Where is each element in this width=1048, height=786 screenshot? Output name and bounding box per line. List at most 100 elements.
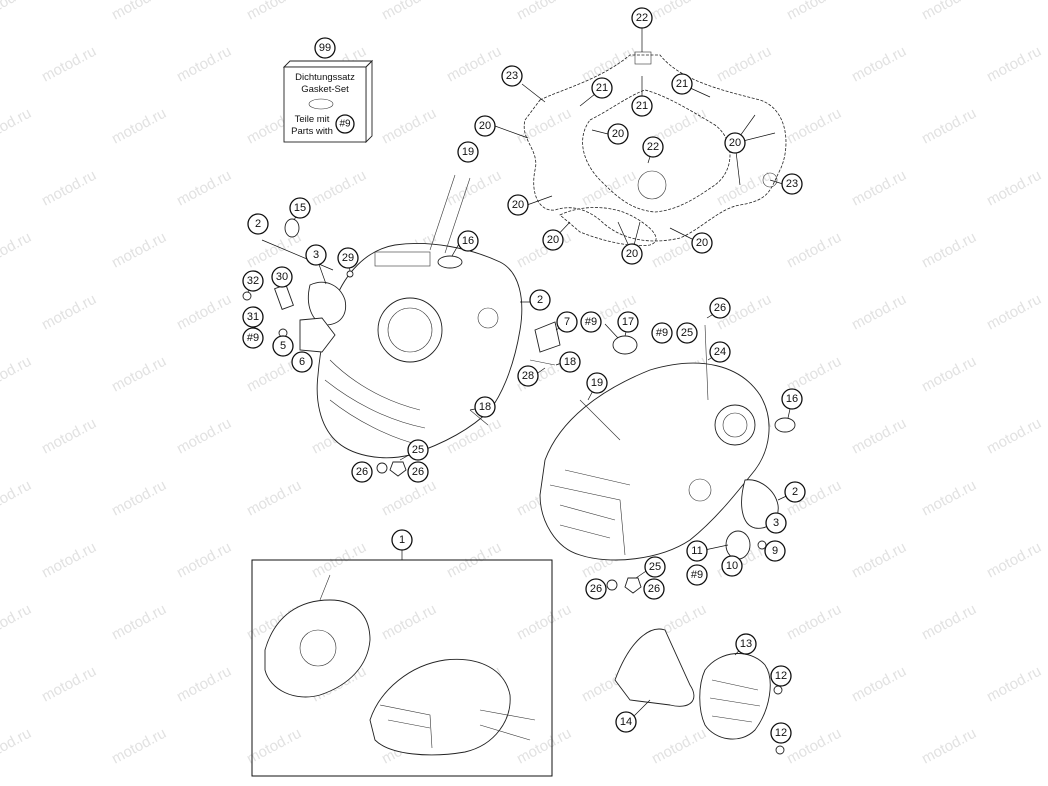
callout-23-left: 23 [501, 65, 523, 87]
callout-label: 20 [479, 120, 491, 132]
callout-17: 17 [617, 311, 639, 333]
watermark-text: motod.ru [514, 0, 574, 24]
callout-19-mid: 19 [586, 372, 608, 394]
watermark-text: motod.ru [39, 167, 99, 210]
callout-label: 20 [612, 128, 624, 140]
callout-13: 13 [735, 633, 757, 655]
outer-cover-gasket [523, 54, 787, 242]
callout-16-right: 16 [781, 388, 803, 410]
callout-1: 1 [391, 529, 413, 551]
callout-6: 6 [291, 351, 313, 373]
watermark-text: motod.ru [984, 167, 1044, 210]
left-case-ribs [324, 359, 426, 446]
inset-left-case [264, 599, 371, 698]
stud-19-a [429, 174, 456, 251]
right-case-fins [549, 469, 631, 556]
watermark-text: motod.ru [109, 229, 169, 272]
gasket-ring-right [762, 172, 778, 188]
watermark-text: motod.ru [0, 725, 34, 768]
stud-19-mid [579, 399, 621, 441]
callout-11: 11 [686, 540, 708, 562]
watermark-text: motod.ru [109, 353, 169, 396]
nut-12-bottom [775, 745, 785, 755]
kit-gasket-icon [308, 98, 334, 110]
callout-32: 32 [242, 270, 264, 292]
callout-label: 26 [356, 466, 368, 478]
callout-22-mid: 22 [642, 136, 664, 158]
watermark-text: motod.ru [39, 291, 99, 334]
callout-circle [643, 578, 665, 600]
callout-label: 28 [522, 370, 534, 382]
watermark-text: motod.ru [39, 539, 99, 582]
bushing-17 [612, 335, 638, 355]
callout-circle [784, 481, 806, 503]
callout-circle [517, 365, 539, 387]
callout-circle [617, 311, 639, 333]
callout-15: 15 [289, 197, 311, 219]
guard-13 [699, 653, 771, 740]
callout-circle [671, 73, 693, 95]
callout-label: 20 [512, 199, 524, 211]
callout-circle [615, 711, 637, 733]
callout-circle [289, 197, 311, 219]
callout-label: 19 [591, 377, 603, 389]
callout-circle [631, 7, 653, 29]
callout-label: 30 [276, 271, 288, 283]
callout-label: 20 [729, 137, 741, 149]
watermark-text: motod.ru [984, 43, 1044, 86]
callout-label: 13 [740, 638, 752, 650]
left-case-top-flange [374, 251, 431, 267]
callout-label: 3 [313, 249, 319, 261]
watermark-text: motod.ru [919, 229, 979, 272]
callout-label: 9 [772, 545, 778, 557]
callout-29: 29 [337, 247, 359, 269]
bolt-18-b [469, 409, 489, 426]
nut-12-top [773, 685, 783, 695]
callout-label: 26 [590, 583, 602, 595]
callout-30: 30 [271, 266, 293, 288]
inset-right-fins [379, 704, 433, 749]
callout-20-c: 20 [724, 132, 746, 154]
inset-left-bore [299, 629, 337, 667]
bearing-16-right [774, 417, 796, 433]
callout-circle [407, 439, 429, 461]
callout-circle [474, 115, 496, 137]
callout-label: 20 [696, 237, 708, 249]
callout-label: 26 [714, 302, 726, 314]
callout-12-top: 12 [770, 665, 792, 687]
callout-label: 17 [622, 316, 634, 328]
bottom-drain-parts [606, 577, 642, 594]
watermark-text: motod.ru [0, 353, 34, 396]
cover-gasket-group [523, 51, 787, 247]
callout-circle [337, 247, 359, 269]
watermark-text: motod.ru [39, 415, 99, 458]
kit-line-4: Parts with [291, 126, 333, 137]
callout-label: 22 [636, 12, 648, 24]
watermark-text: motod.ru [0, 0, 34, 24]
callout-circle [556, 311, 578, 333]
callout-10: 10 [721, 555, 743, 577]
watermark-text: motod.ru [109, 725, 169, 768]
inset-right-case [369, 658, 511, 756]
seal-15 [284, 218, 300, 238]
callout-label: 26 [412, 466, 424, 478]
callout-16-left: 16 [457, 230, 479, 252]
callout-circle [781, 173, 803, 195]
watermark-text: motod.ru [109, 601, 169, 644]
callout-label: 11 [691, 545, 702, 557]
watermark-text: motod.ru [174, 291, 234, 334]
callout-label: 23 [786, 178, 798, 190]
watermark-text: motod.ru [984, 539, 1044, 582]
left-side-parts [242, 218, 354, 353]
callout-label: 21 [676, 78, 688, 90]
watermark-text: motod.ru [379, 105, 439, 148]
callout-circle [781, 388, 803, 410]
bearing-16-left [437, 255, 463, 269]
callout-circle [580, 311, 602, 333]
kit-box-side [365, 59, 373, 144]
callout-circle [242, 306, 264, 328]
kit-number-label: 99 [319, 42, 331, 54]
stud-19-b [444, 177, 471, 254]
callout-label: #9 [691, 569, 703, 581]
leader-2-left [261, 239, 334, 271]
